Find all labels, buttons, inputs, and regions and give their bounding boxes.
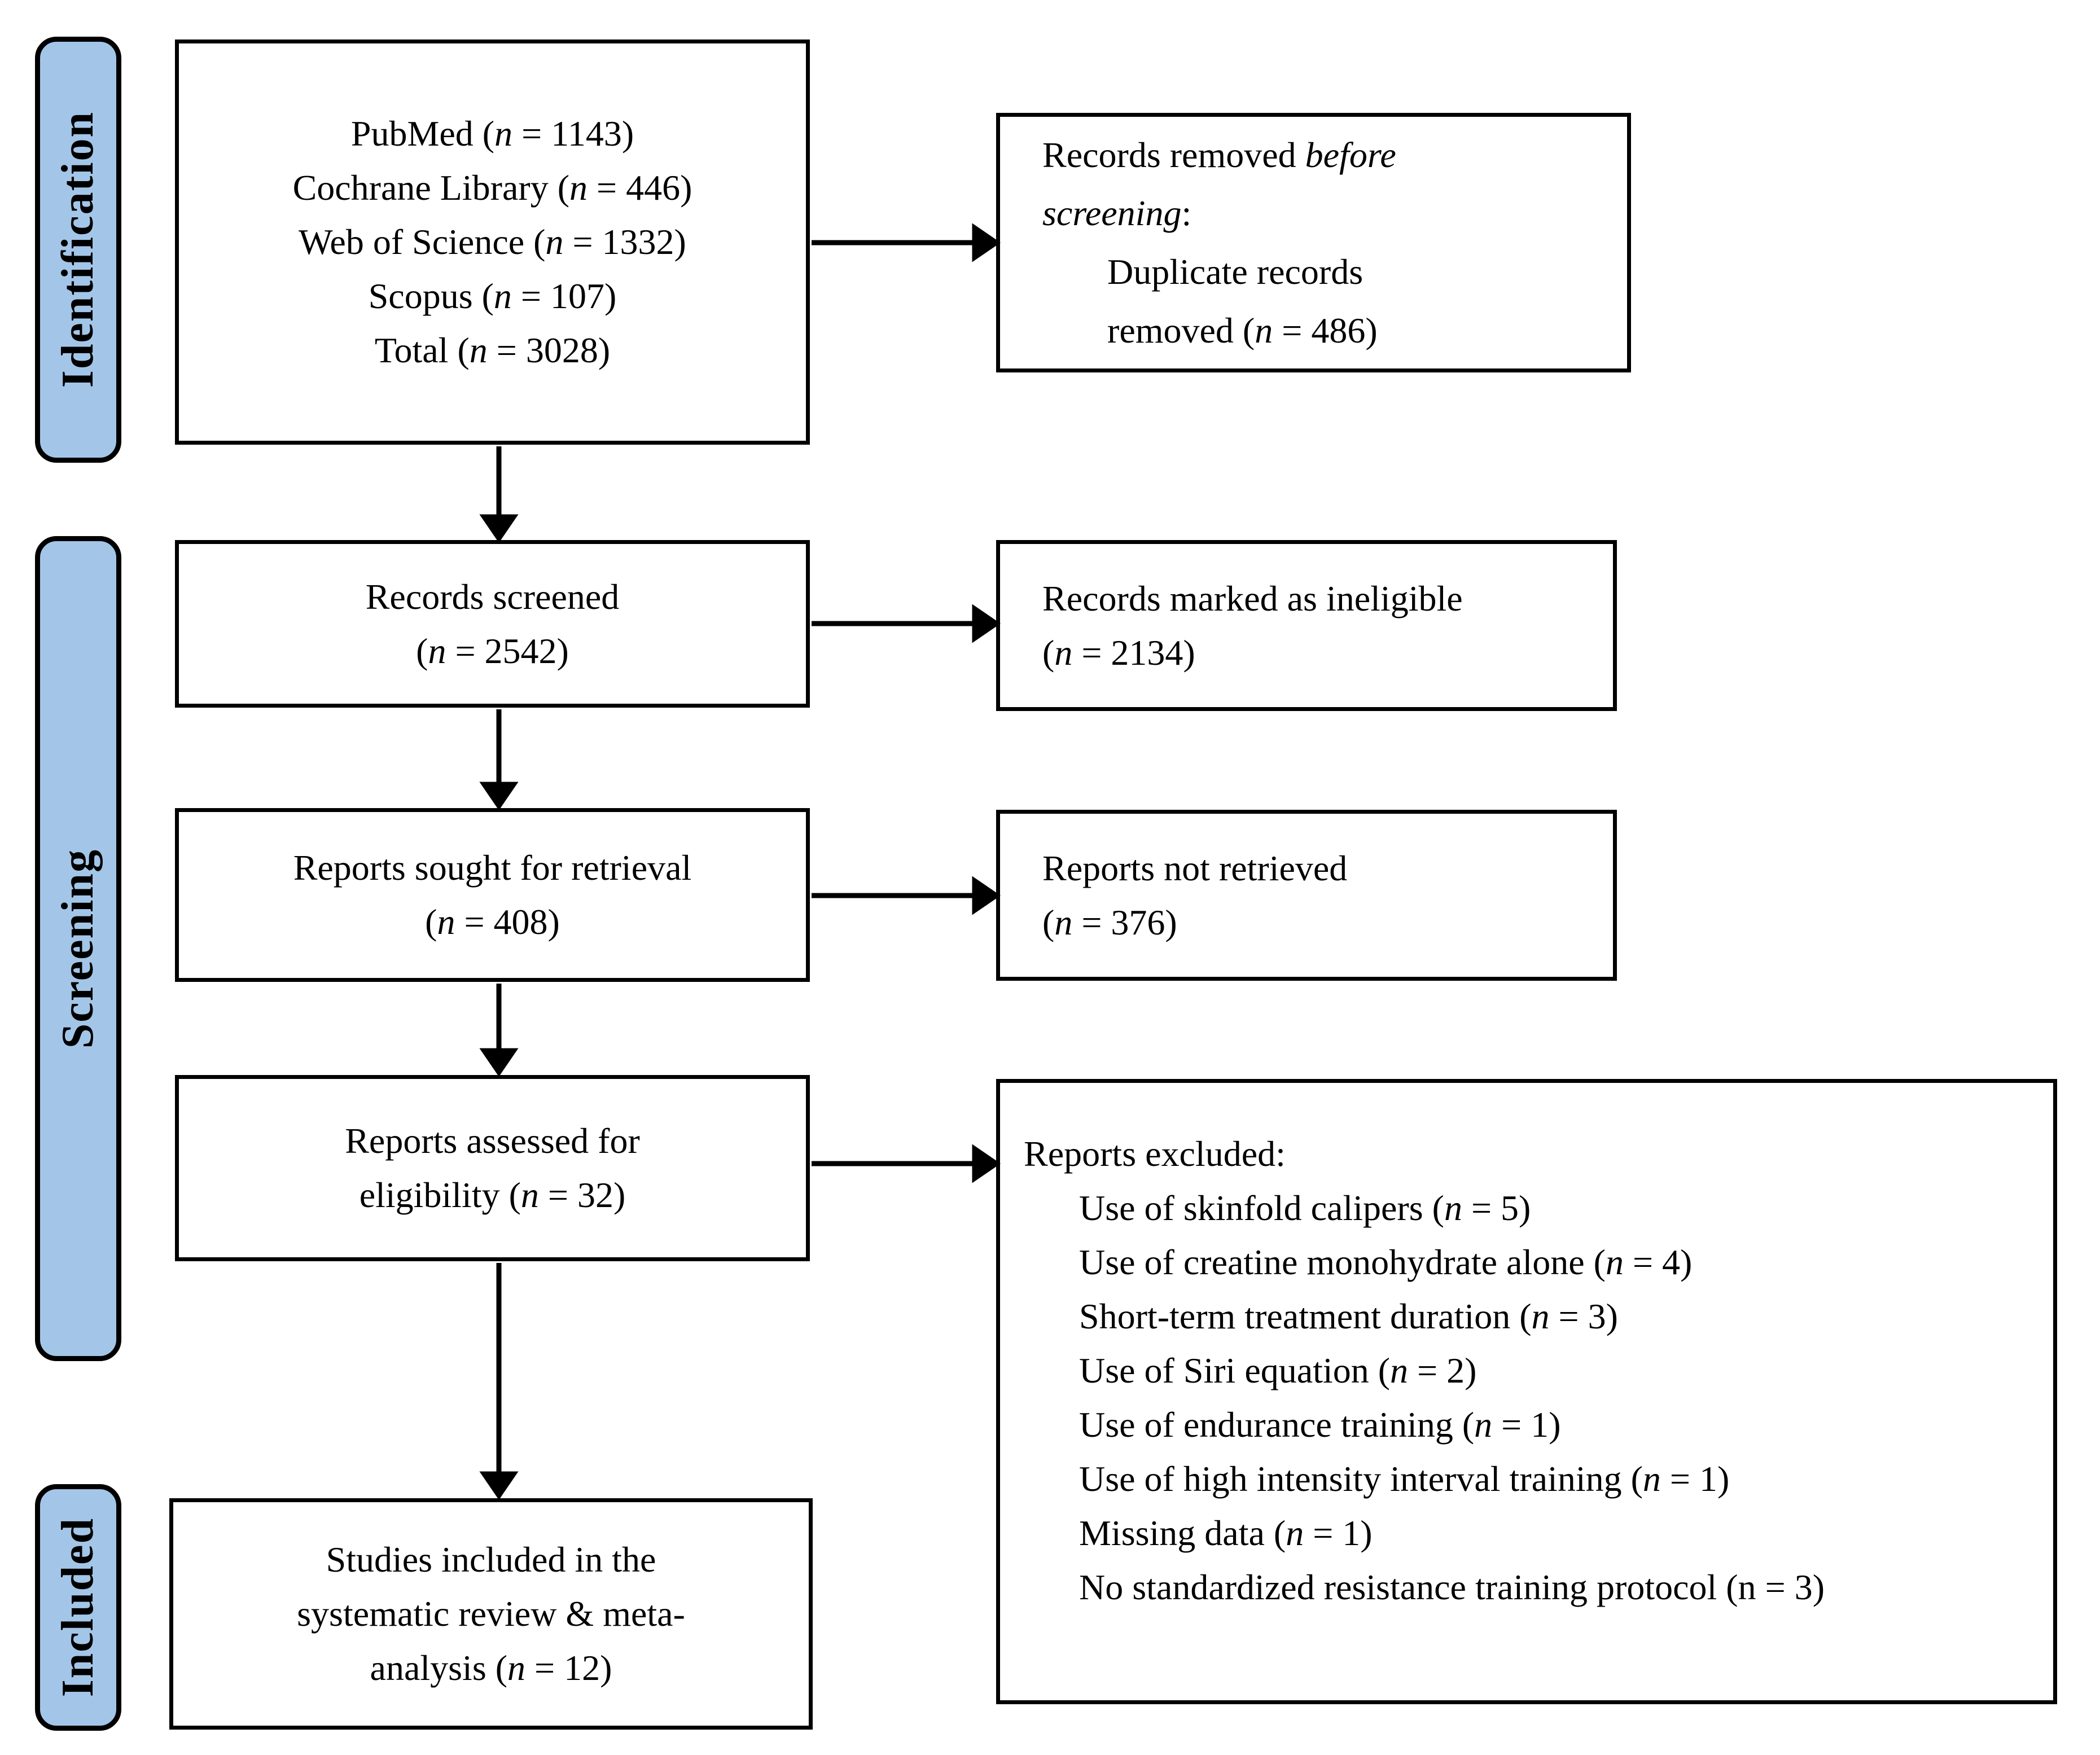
box-reports-sought: Reports sought for retrieval (n = 408) <box>175 808 810 982</box>
exclusion-reason: Short-term treatment duration (n = 3) <box>1079 1296 1618 1336</box>
arrow-sources-to-removed <box>812 223 1001 262</box>
arrow-screened-to-sought <box>479 709 519 810</box>
box-line: (n = 408) <box>425 902 560 942</box>
arrow-assessed-to-included <box>479 1263 519 1500</box>
exclusion-reason: Use of endurance training (n = 1) <box>1079 1405 1561 1445</box>
exclusion-reason: Use of skinfold calipers (n = 5) <box>1079 1188 1531 1228</box>
box-line: removed (n = 486) <box>1107 310 1378 350</box>
box-heading: Reports excluded: <box>1024 1134 1286 1174</box>
arrow-sought-to-assessed <box>479 984 519 1077</box>
box-line: Records marked as ineligible <box>1042 578 1463 618</box>
exclusion-reason: No standardized resistance training prot… <box>1079 1567 1825 1607</box>
box-line: screening: <box>1042 193 1192 234</box>
box-line: Studies included in the <box>326 1539 656 1580</box>
stage-identification: Identification <box>35 37 121 463</box>
box-line: Records screened <box>365 576 620 617</box>
box-records-removed-before-screening: Records removed before screening: Duplic… <box>996 113 1631 372</box>
box-line: (n = 2542) <box>416 630 569 671</box>
box-records-ineligible: Records marked as ineligible (n = 2134) <box>996 540 1617 711</box>
stage-included-label: Included <box>53 1517 103 1697</box>
box-line: Scopus (n = 107) <box>368 276 617 316</box>
box-line: Reports assessed for <box>345 1121 640 1161</box>
box-reports-assessed: Reports assessed for eligibility (n = 32… <box>175 1075 810 1261</box>
arrow-sources-to-screened <box>479 446 519 543</box>
box-line: Duplicate records <box>1107 252 1364 292</box>
box-line: (n = 2134) <box>1042 632 1195 673</box>
exclusion-reason: Use of Siri equation (n = 2) <box>1079 1350 1477 1390</box>
exclusion-reason: Missing data (n = 1) <box>1079 1513 1373 1553</box>
box-line: systematic review & meta- <box>297 1594 685 1634</box>
stage-included: Included <box>35 1484 121 1731</box>
stage-screening-label: Screening <box>53 848 103 1049</box>
box-studies-included: Studies included in the systematic revie… <box>169 1498 813 1730</box>
exclusion-reason: Use of creatine monohydrate alone (n = 4… <box>1079 1242 1693 1282</box>
box-line: Reports sought for retrieval <box>293 848 692 888</box>
exclusion-reason: Use of high intensity interval training … <box>1079 1459 1730 1499</box>
arrow-sought-to-notretrieved <box>812 876 1001 915</box>
box-line: Reports not retrieved <box>1042 848 1348 888</box>
box-identification-sources: PubMed (n = 1143) Cochrane Library (n = … <box>175 40 810 445</box>
box-line: Records removed before <box>1042 134 1396 175</box>
box-reports-excluded: Reports excluded: Use of skinfold calipe… <box>996 1079 2057 1704</box>
box-line: Web of Science (n = 1332) <box>299 222 686 262</box>
box-line: PubMed (n = 1143) <box>350 113 634 153</box>
box-line: eligibility (n = 32) <box>359 1175 626 1215</box>
stage-identification-label: Identification <box>53 111 103 388</box>
box-reports-not-retrieved: Reports not retrieved (n = 376) <box>996 810 1617 981</box>
box-line: Cochrane Library (n = 446) <box>292 168 692 208</box>
box-line: analysis (n = 12) <box>370 1648 612 1688</box>
arrow-assessed-to-excluded <box>812 1144 1001 1183</box>
stage-screening: Screening <box>35 536 121 1361</box>
box-line: (n = 376) <box>1042 902 1177 942</box>
arrow-screened-to-ineligible <box>812 604 1001 643</box>
box-records-screened: Records screened (n = 2542) <box>175 540 810 708</box>
box-line: Total (n = 3028) <box>374 330 611 370</box>
